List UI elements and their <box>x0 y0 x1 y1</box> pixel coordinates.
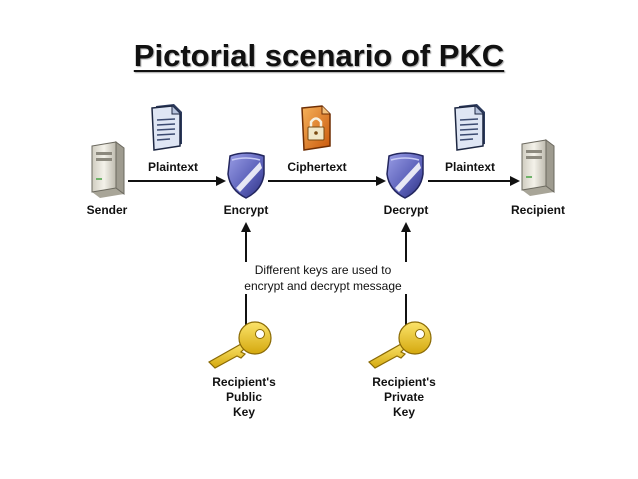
public-key-label: Recipient's Public Key <box>212 375 276 420</box>
keys-note: Different keys are used to encrypt and d… <box>218 262 428 294</box>
node-label-encrypt: Encrypt <box>223 203 269 217</box>
shield-icon <box>227 152 265 199</box>
locked-document-icon <box>301 105 331 151</box>
keys-note-line-1: Different keys are used to <box>254 263 392 277</box>
private-key-label-line-3: Key <box>392 405 416 419</box>
private-key-label-line-1: Recipient's <box>372 375 436 389</box>
node-label-recipient: Recipient <box>510 203 566 217</box>
private-key-label: Recipient's Private Key <box>372 375 436 420</box>
shield-icon <box>386 152 424 199</box>
document-icon <box>454 104 485 151</box>
edge-label-plaintext-1: Plaintext <box>147 160 199 174</box>
key-icon <box>208 321 272 369</box>
public-key-label-line-3: Key <box>232 405 256 419</box>
edge-label-plaintext-2: Plaintext <box>444 160 496 174</box>
server-tower-icon <box>521 139 555 196</box>
key-icon <box>368 321 432 369</box>
node-label-sender: Sender <box>86 203 128 217</box>
public-key-label-line-2: Public <box>225 390 263 404</box>
public-key-label-line-1: Recipient's <box>212 375 276 389</box>
node-label-decrypt: Decrypt <box>383 203 429 217</box>
keys-note-line-2: encrypt and decrypt message <box>244 279 402 293</box>
page-title: Pictorial scenario of PKC <box>133 38 505 73</box>
server-tower-icon <box>91 141 125 198</box>
private-key-label-line-2: Private <box>383 390 425 404</box>
document-icon <box>151 104 182 151</box>
edge-label-ciphertext: Ciphertext <box>287 160 347 174</box>
